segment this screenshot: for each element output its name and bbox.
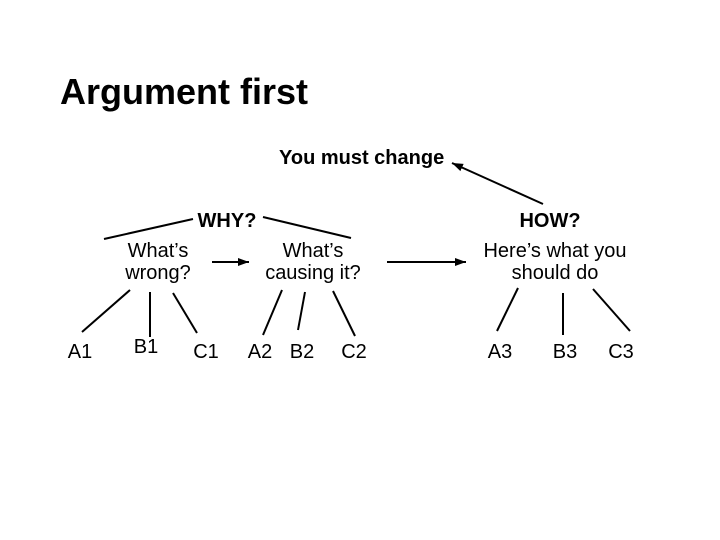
leaf-c1: C1 xyxy=(193,341,219,363)
connector-shoulddo-to-c3 xyxy=(592,288,631,332)
leaf-c2: C2 xyxy=(341,341,367,363)
connector-wrong-to-c1 xyxy=(172,292,198,334)
connector-wrong-to-a1 xyxy=(81,289,131,333)
node-heres-what-you-should-do: Here’s what you should do xyxy=(475,240,635,284)
connector-shoulddo-to-a3 xyxy=(496,287,519,332)
leaf-a1: A1 xyxy=(67,341,93,363)
leaf-c3: C3 xyxy=(608,341,634,363)
node-whats-causing-it: What’s causing it? xyxy=(233,240,393,284)
leaf-b1: B1 xyxy=(133,336,159,358)
slide-title: Argument first xyxy=(60,71,309,112)
leaf-a3: A3 xyxy=(487,341,513,363)
node-why: WHY? xyxy=(197,210,257,232)
node-you-must-change: You must change xyxy=(279,147,445,169)
node-whats-wrong-line1: What’s xyxy=(127,240,189,262)
connector-causing-to-c2 xyxy=(332,290,356,337)
arrow-how-to-root xyxy=(451,162,544,205)
node-how: HOW? xyxy=(519,210,581,232)
node-whats-causing-it-line1: What’s xyxy=(282,240,344,262)
node-whats-wrong-line2: wrong? xyxy=(125,262,191,284)
leaf-a2: A2 xyxy=(247,341,273,363)
leaf-b3: B3 xyxy=(552,341,578,363)
node-heres-what-you-should-do-line2: should do xyxy=(511,262,599,284)
node-heres-what-you-should-do-line1: Here’s what you xyxy=(483,240,627,262)
connector-causing-to-b2 xyxy=(297,291,306,331)
connector-why-to-causing xyxy=(262,216,352,239)
leaf-b2: B2 xyxy=(289,341,315,363)
node-whats-causing-it-line2: causing it? xyxy=(265,262,361,284)
connector-causing-to-a2 xyxy=(262,289,283,336)
node-whats-wrong: What’s wrong? xyxy=(88,240,228,284)
connector-why-to-wrong xyxy=(103,218,194,240)
